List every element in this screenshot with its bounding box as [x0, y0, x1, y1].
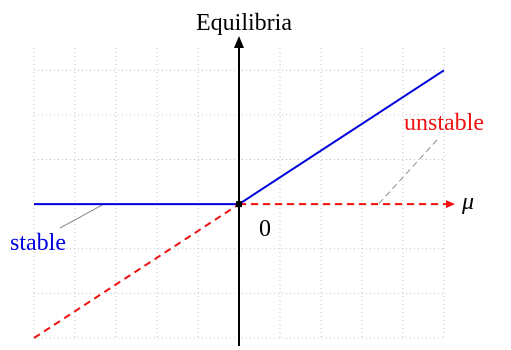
- axes: [234, 36, 244, 346]
- axis-title-equilibria: Equilibria: [196, 10, 292, 36]
- stable-branch-segment-right: [238, 69, 445, 205]
- unstable-branch-segment-left: [33, 203, 240, 339]
- vertical-axis-arrowhead: [234, 36, 244, 48]
- stable-branch-label: stable: [10, 230, 66, 256]
- origin-point-marker: [236, 201, 242, 208]
- axis-label-mu: μ: [461, 189, 474, 215]
- origin-label: 0: [259, 216, 271, 242]
- stable-label-leader: [59, 203, 104, 229]
- leader-lines: [59, 139, 438, 229]
- series-layer: [33, 69, 455, 339]
- unstable-branch-label: unstable: [404, 110, 484, 136]
- unstable-label-leader: [378, 139, 438, 205]
